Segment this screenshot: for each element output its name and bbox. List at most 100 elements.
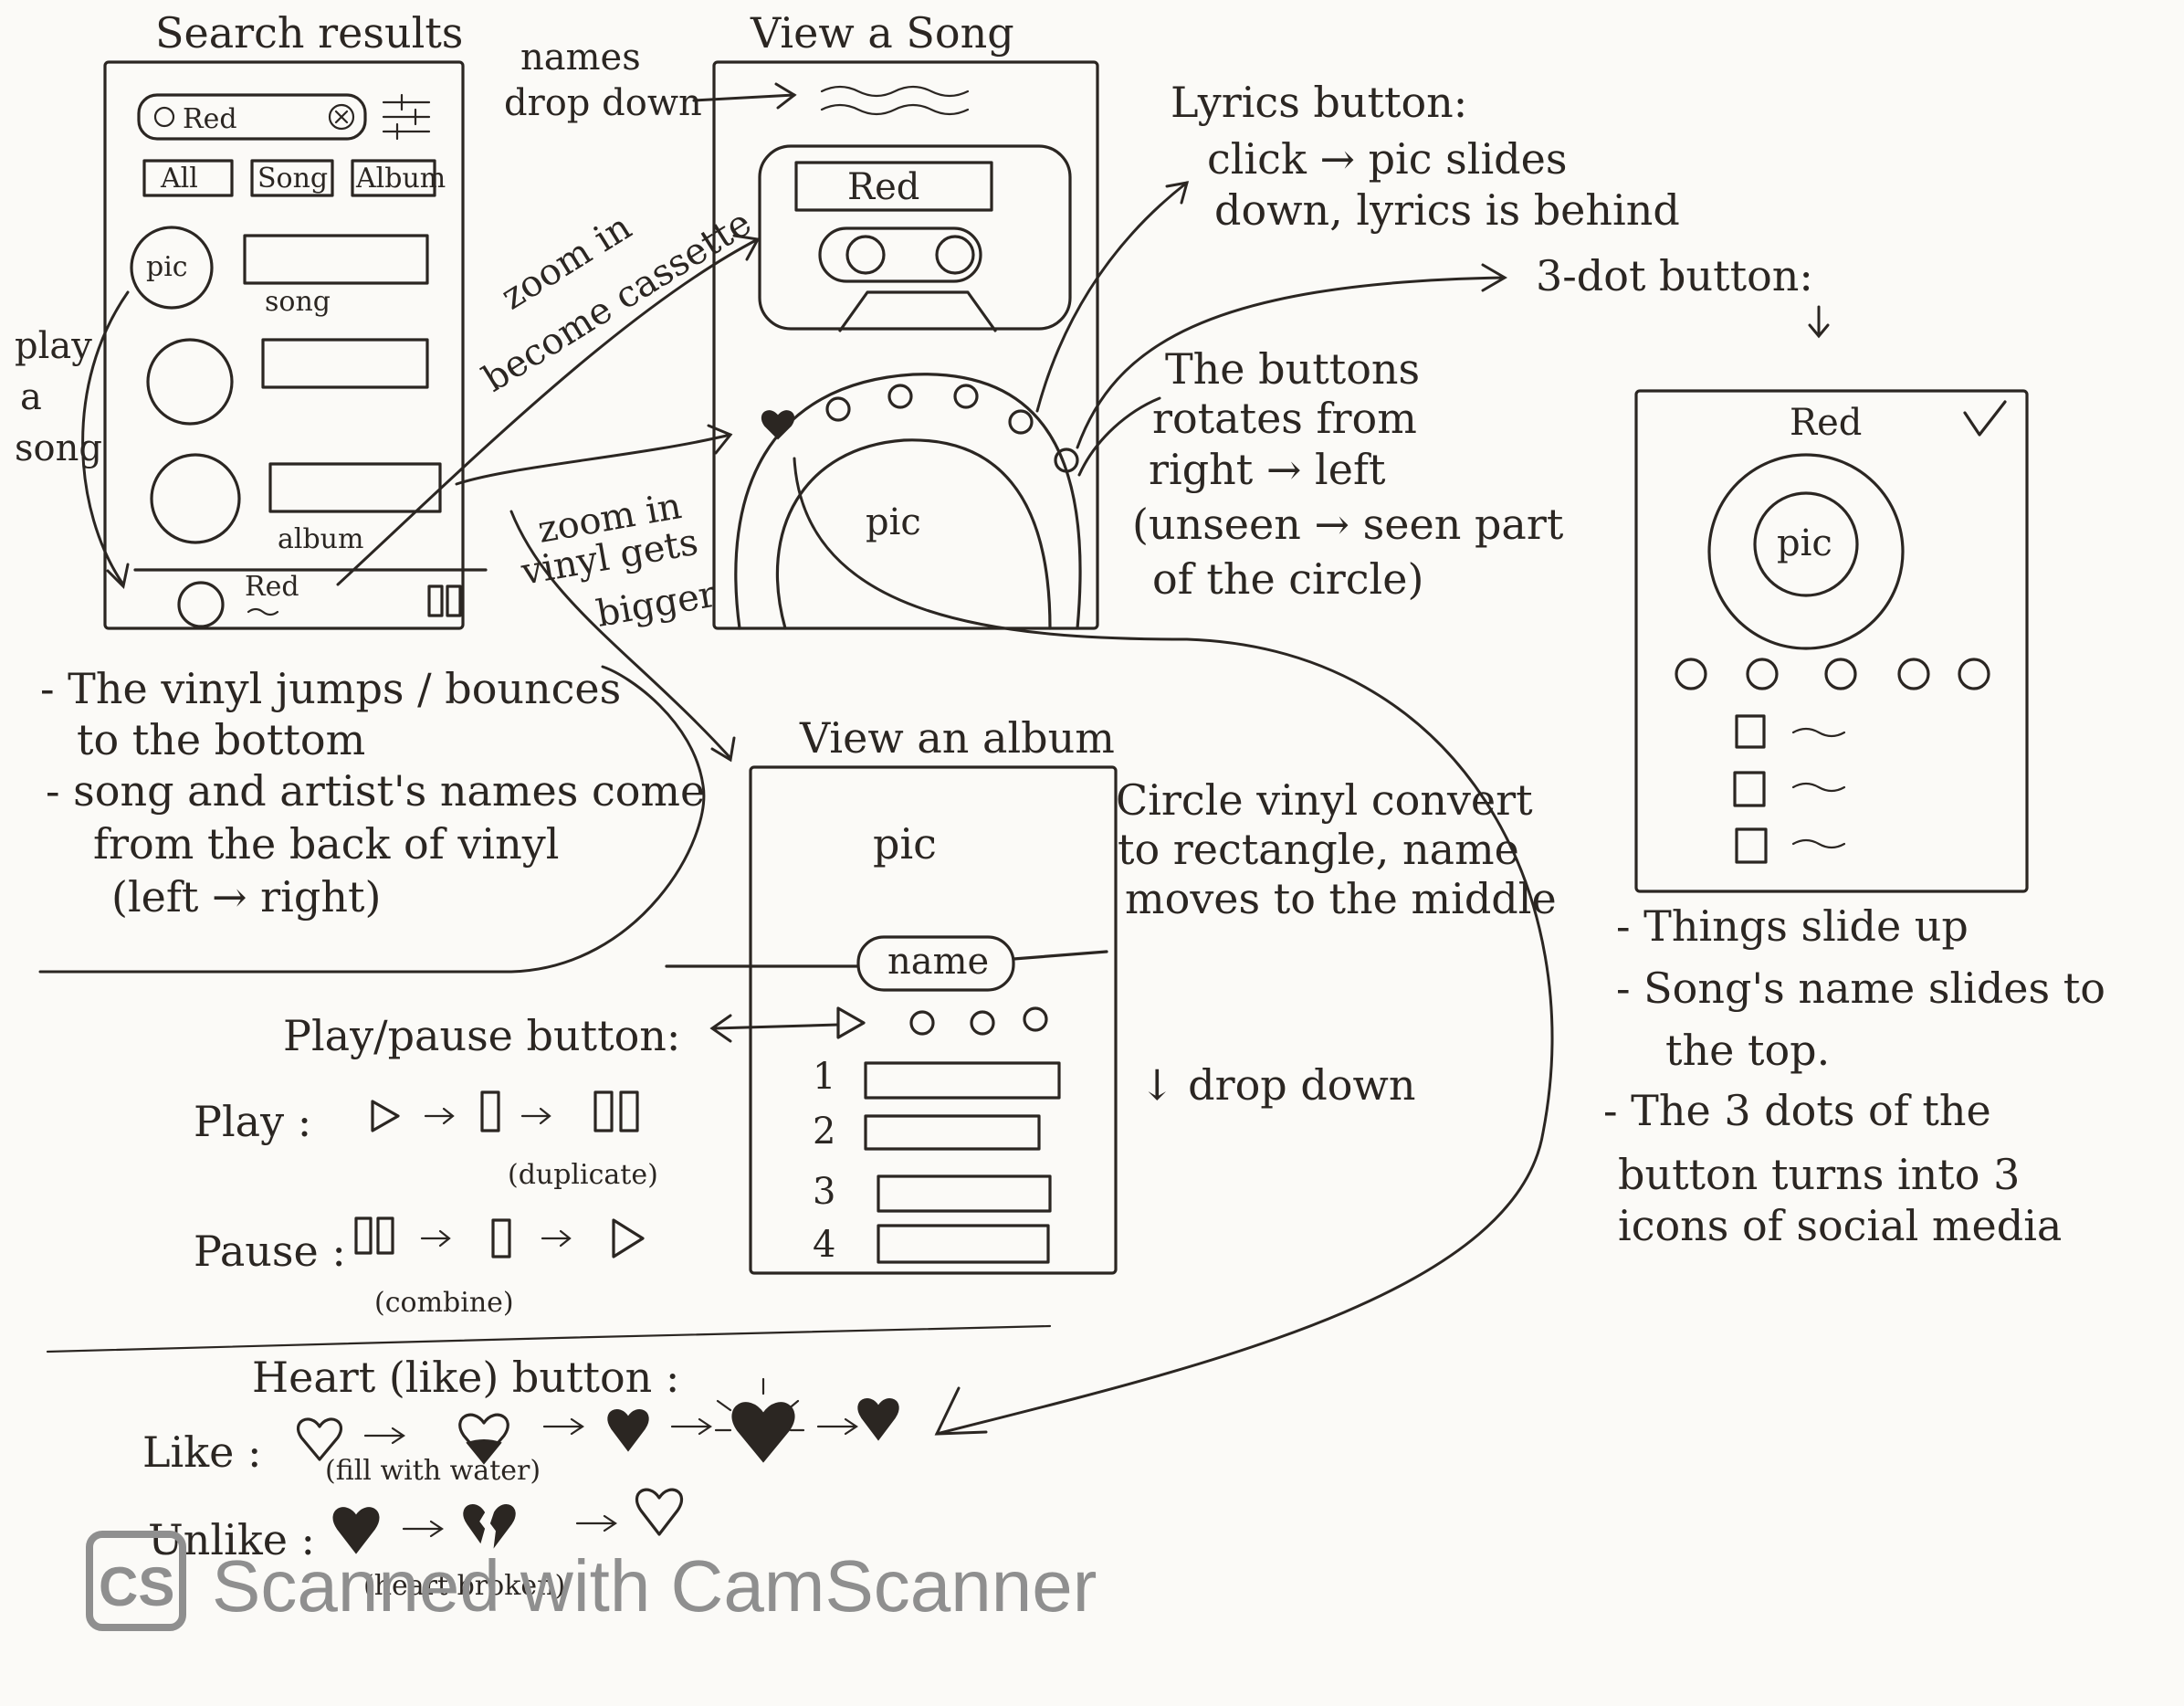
vinyl-pic-label: pic: [866, 501, 921, 543]
option-button[interactable]: [909, 1010, 935, 1036]
arrow-right-icon: [816, 1417, 858, 1436]
three-dot-button[interactable]: [1958, 658, 1990, 690]
social-label-squiggle: [1791, 838, 1846, 849]
camscanner-logo-text: CS: [99, 1556, 174, 1617]
tab-album-label: Album: [355, 163, 446, 195]
option-button[interactable]: [887, 384, 913, 409]
track-row[interactable]: 1: [813, 1056, 1061, 1100]
note-play-a-song-3: song: [15, 427, 102, 469]
track-title-box: [864, 1061, 1061, 1100]
album-phone-frame: [749, 765, 1118, 1275]
vinyl-outer-ring: [1707, 453, 1905, 650]
option-button[interactable]: [970, 1010, 995, 1036]
tab-album[interactable]: [351, 159, 436, 197]
arrow-play-pause: [712, 1023, 840, 1030]
option-button[interactable]: [1023, 1006, 1048, 1032]
view-song-screen: View a Song Red pic: [712, 8, 1099, 630]
result-pic: [146, 338, 234, 426]
note-things-3: the top.: [1665, 1026, 1830, 1075]
three-dot-panel: Red pic: [1634, 389, 2029, 893]
arrow-heart-explain: [793, 457, 1554, 1436]
track-title-box: [877, 1224, 1050, 1264]
play-button[interactable]: [1746, 658, 1779, 690]
tab-all[interactable]: [142, 159, 234, 197]
note-vinyl-4: from the back of vinyl: [93, 819, 559, 869]
names-squiggle: [820, 103, 970, 116]
result-row[interactable]: pic song: [130, 226, 429, 318]
vinyl-outer-ring: [734, 373, 1082, 630]
track-row[interactable]: 4: [813, 1224, 1050, 1266]
heart-filled-icon: [857, 1398, 899, 1441]
track-title-box: [877, 1174, 1052, 1213]
option-button[interactable]: [1824, 658, 1857, 690]
social-media-icon[interactable]: [1735, 714, 1766, 749]
arrow-right-icon: [420, 1229, 451, 1248]
view-album-screen: View an album pic name 1 2 3 4: [665, 713, 1118, 1275]
filter-icon[interactable]: [382, 93, 431, 141]
play-icon: [612, 1218, 645, 1258]
note-lyrics-1: Lyrics button:: [1171, 78, 1467, 127]
note-lyrics-2: click → pic slides: [1207, 134, 1567, 184]
now-playing-artist-squiggle: [247, 607, 279, 616]
arrow-right-icon: [542, 1417, 584, 1436]
heart-button[interactable]: [1675, 658, 1707, 690]
arrow-play-a-song: [81, 290, 130, 586]
heart-outline-icon: [635, 1488, 684, 1536]
note-drop-down: drop down: [504, 82, 702, 124]
album-name-pill: [856, 935, 1015, 992]
arrow-right-icon: [424, 1107, 455, 1125]
lyrics-button[interactable]: [1897, 658, 1930, 690]
note-buttons-2: rotates from: [1152, 394, 1417, 443]
album-pic-label: pic: [873, 819, 937, 869]
search-results-title: Search results: [155, 8, 463, 58]
camscanner-logo: [86, 1531, 186, 1631]
result-row[interactable]: album: [150, 453, 442, 555]
note-things-5: button turns into 3: [1618, 1150, 2020, 1199]
arrowhead: [732, 234, 761, 261]
camscanner-watermark: CS Scanned with CamScanner: [86, 1531, 1097, 1631]
like-row-label: Like :: [142, 1427, 261, 1477]
play-row-label: Play :: [194, 1097, 311, 1146]
search-bar[interactable]: [137, 93, 367, 141]
cassette: [758, 144, 1072, 331]
play-button[interactable]: [825, 396, 851, 422]
heart-title: Heart (like) button :: [252, 1353, 679, 1402]
vinyl-pic-label: pic: [1777, 522, 1832, 564]
arrowhead: [709, 1014, 732, 1043]
result-title-box: [268, 462, 442, 513]
heart-filled-icon: [332, 1507, 380, 1554]
pause-icon[interactable]: [427, 584, 462, 617]
clear-search-icon[interactable]: [328, 103, 355, 131]
play-icon: [371, 1100, 400, 1132]
social-media-icon[interactable]: [1733, 771, 1766, 807]
social-media-icon[interactable]: [1735, 827, 1768, 864]
note-buttons-1: The buttons: [1165, 344, 1420, 394]
track-row[interactable]: 2: [813, 1111, 1041, 1153]
play-pause-title: Play/pause button:: [283, 1011, 680, 1060]
three-dot-frame: [1634, 389, 2029, 893]
album-divider: [665, 950, 1108, 968]
arrow-zoom-cassette: [336, 237, 760, 586]
arrowhead: [710, 736, 736, 763]
option-button[interactable]: [953, 384, 979, 409]
tab-song-label: Song: [257, 163, 328, 195]
now-playing-title: Red: [245, 571, 299, 603]
track-row[interactable]: 3: [813, 1171, 1052, 1213]
heart-button-icon[interactable]: [761, 410, 795, 440]
result-row[interactable]: [146, 338, 429, 426]
arrowhead: [1165, 181, 1190, 205]
lyrics-button[interactable]: [1008, 409, 1034, 435]
now-playing-vinyl[interactable]: [177, 581, 225, 628]
play-icon[interactable]: [836, 1006, 866, 1039]
note-names: names: [520, 37, 641, 79]
tab-song[interactable]: [250, 159, 334, 197]
arrow-album-to-view: [509, 510, 732, 760]
cassette-label-box: [794, 161, 993, 212]
three-dot-button[interactable]: [1054, 448, 1079, 473]
arrow-lyrics: [1035, 181, 1189, 413]
chevron-down-icon[interactable]: [1963, 400, 2007, 437]
heart-broken-right-icon: [489, 1504, 516, 1549]
cassette-bottom: [838, 290, 997, 332]
note-circle-3: moves to the middle: [1125, 874, 1557, 923]
